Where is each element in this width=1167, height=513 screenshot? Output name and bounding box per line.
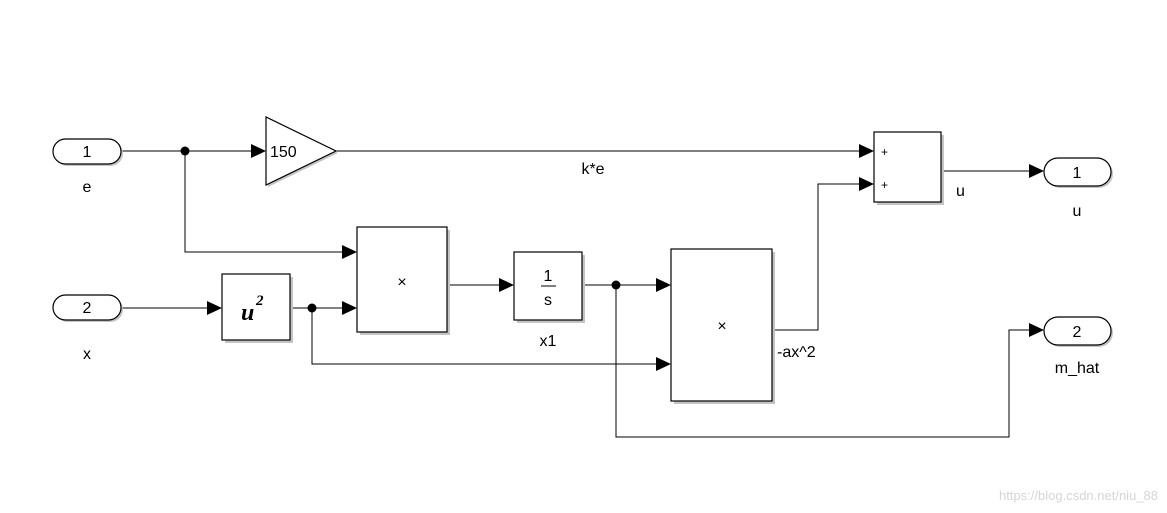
inport-e-number: 1 — [83, 144, 92, 161]
sum-sign-2: + — [881, 178, 888, 192]
product-block-2[interactable]: × — [670, 248, 775, 404]
arrow-product1-in2 — [342, 301, 357, 315]
wire-integrator-to-mhat — [615, 285, 1032, 438]
integrator-label: x1 — [540, 333, 557, 350]
arrow-sum-in1 — [859, 144, 874, 158]
branch-dot-square — [307, 303, 317, 313]
inport-x[interactable]: 2 x — [52, 294, 123, 363]
arrow-u-in — [1029, 164, 1044, 178]
inport-e-label: e — [83, 179, 92, 196]
square-exponent: 2 — [255, 293, 264, 309]
signal-label-sum-out: u — [956, 183, 965, 200]
watermark: https://blog.csdn.net/niu_88 — [999, 488, 1158, 503]
signal-label-product2-out: -ax^2 — [777, 344, 816, 361]
gain-block[interactable]: 150 — [265, 116, 338, 187]
arrowheads — [207, 144, 1044, 371]
sum-block[interactable]: + + — [873, 131, 944, 205]
branch-dot-integrator — [611, 280, 621, 290]
product-block-1[interactable]: × — [356, 226, 450, 335]
arrow-product1-in1 — [342, 245, 357, 259]
signal-lines — [121, 150, 1032, 438]
inport-x-label: x — [83, 346, 91, 363]
outport-u[interactable]: 1 u — [1043, 157, 1113, 220]
inport-e[interactable]: 1 e — [52, 138, 123, 196]
outport-u-number: 1 — [1073, 165, 1082, 182]
arrow-mhat-in — [1029, 323, 1044, 337]
integrator-numerator: 1 — [544, 268, 553, 285]
gain-value: 150 — [270, 144, 297, 161]
arrow-product2-in1 — [656, 278, 671, 292]
branch-dot-e — [180, 146, 190, 156]
arrow-sum-in2 — [859, 177, 874, 191]
wire-product2-to-sum — [773, 183, 862, 331]
product-2-symbol: × — [717, 318, 726, 335]
signal-label-gain-out: k*e — [581, 161, 604, 178]
outport-mhat-number: 2 — [1073, 324, 1082, 341]
branch-points — [180, 146, 621, 313]
arrow-square-in — [207, 301, 222, 315]
sum-sign-1: + — [881, 145, 888, 159]
arrow-gain-in — [251, 144, 266, 158]
outport-mhat-label: m_hat — [1055, 360, 1100, 377]
integrator-denominator: s — [544, 292, 552, 309]
integrator-block[interactable]: 1 s — [513, 251, 585, 323]
product-1-symbol: × — [397, 274, 406, 291]
arrow-integrator-in — [499, 278, 514, 292]
wire-square-to-product2 — [311, 308, 659, 365]
arrow-product2-in2 — [656, 357, 671, 371]
wire-e-to-product1 — [184, 151, 344, 253]
outport-u-label: u — [1073, 203, 1082, 220]
outport-mhat[interactable]: 2 m_hat — [1043, 316, 1113, 377]
inport-x-number: 2 — [83, 300, 92, 317]
square-base: u — [241, 300, 254, 326]
square-block[interactable]: u 2 — [221, 273, 293, 343]
